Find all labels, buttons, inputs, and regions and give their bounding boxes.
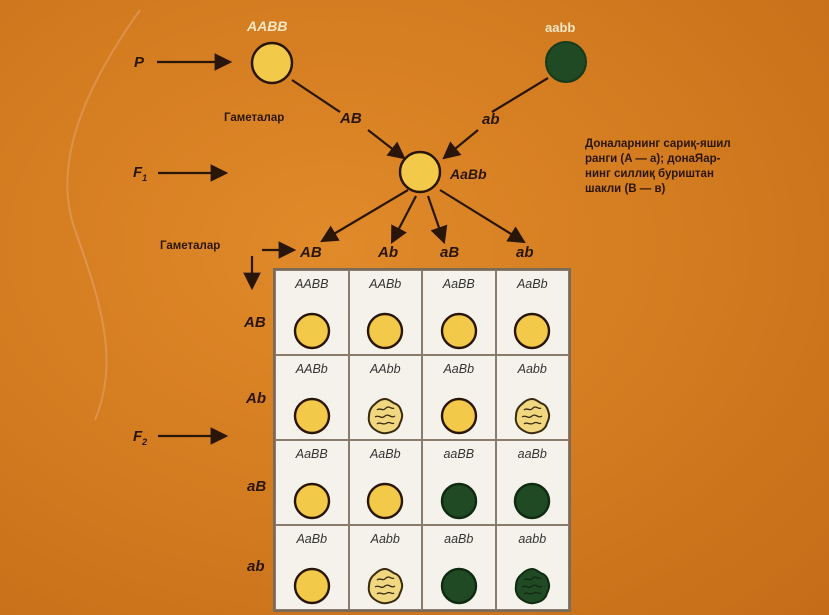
- parent-right-to-gamete: [491, 77, 549, 113]
- legend-note: Доналарнинг сариқ-яшил ранги (A — a); до…: [585, 137, 815, 197]
- gamete-col-3: ab: [516, 244, 534, 261]
- gamete-col-1: Ab: [378, 244, 398, 261]
- f1-to-ab: [439, 189, 526, 244]
- note-line: Доналарнинг сариқ-яшил: [585, 138, 731, 150]
- cell-genotype: AaBb: [369, 447, 401, 461]
- punnett-cell: AABb: [348, 270, 422, 355]
- gamete-col-0: AB: [300, 244, 322, 261]
- punnett-cell: AaBb: [422, 355, 496, 440]
- cell-genotype: AAbb: [369, 362, 401, 376]
- note-line: шакли (B — в): [585, 183, 666, 195]
- cell-genotype: aaBb: [444, 532, 474, 546]
- cell-genotype: aabb: [518, 532, 547, 546]
- parent-left-seed: [250, 41, 294, 85]
- gamete-p-left: AB: [340, 110, 362, 127]
- punnett-cell: aaBb: [495, 440, 569, 525]
- punnett-cell: aaBB: [422, 440, 496, 525]
- cell-genotype: AaBB: [442, 277, 475, 291]
- punnett-cell: AABB: [275, 270, 349, 355]
- punnett-cell: AaBb: [495, 270, 569, 355]
- punnett-cell: Aabb: [495, 355, 569, 440]
- punnett-cell: AaBB: [275, 440, 349, 525]
- row-label-3: ab: [247, 558, 265, 575]
- parent-left-to-gamete: [291, 79, 341, 113]
- p-label: P: [134, 54, 145, 71]
- punnett-cell: aabb: [495, 525, 569, 610]
- note-line: ранги (A — a); донаЯар-: [585, 153, 721, 165]
- parent-right-genotype: aabb: [545, 20, 576, 35]
- gamete-p-right: ab: [482, 111, 500, 128]
- gamete-ab-left-arrow: [367, 129, 406, 160]
- parent-left-genotype: AABB: [247, 18, 288, 34]
- punnett-cell: Aabb: [348, 525, 422, 610]
- f2-label: F2: [133, 428, 148, 447]
- gametes-f1-label: Гаметалар: [160, 240, 221, 252]
- cell-genotype: AaBb: [516, 277, 548, 291]
- punnett-cell: AABb: [275, 355, 349, 440]
- row-label-0: AB: [244, 314, 266, 331]
- note-line: нинг силлиқ буриштан: [585, 168, 714, 180]
- f1-seed: [398, 150, 442, 194]
- f1-to-Ab: [390, 195, 417, 244]
- cell-genotype: AABb: [295, 362, 328, 376]
- gamete-ab-right-arrow: [442, 129, 479, 160]
- f1-genotype: AaBb: [450, 166, 487, 182]
- punnett-cell: AaBb: [275, 525, 349, 610]
- cell-genotype: AaBb: [296, 532, 328, 546]
- parent-right-seed: [545, 41, 587, 83]
- cell-genotype: AABb: [369, 277, 402, 291]
- punnett-cell: AaBb: [348, 440, 422, 525]
- punnett-cell: AAbb: [348, 355, 422, 440]
- cell-genotype: AaBB: [295, 447, 328, 461]
- cell-genotype: aaBB: [443, 447, 475, 461]
- cell-genotype: Aabb: [370, 532, 400, 546]
- f1-label: F1: [133, 164, 148, 183]
- cell-genotype: Aabb: [517, 362, 547, 376]
- f1-to-aB: [426, 195, 448, 245]
- punnett-cell: AaBB: [422, 270, 496, 355]
- punnett-cell: aaBb: [422, 525, 496, 610]
- cell-genotype: AABB: [295, 277, 329, 291]
- cell-genotype: AaBb: [443, 362, 475, 376]
- gametes-p-label: Гаметалар: [224, 112, 285, 124]
- row-label-2: aB: [247, 478, 267, 495]
- f1-to-AB: [320, 189, 409, 243]
- cell-genotype: aaBb: [517, 447, 547, 461]
- background-curve: [66, 9, 141, 421]
- gamete-col-2: aB: [440, 244, 460, 261]
- row-label-1: Ab: [246, 390, 266, 407]
